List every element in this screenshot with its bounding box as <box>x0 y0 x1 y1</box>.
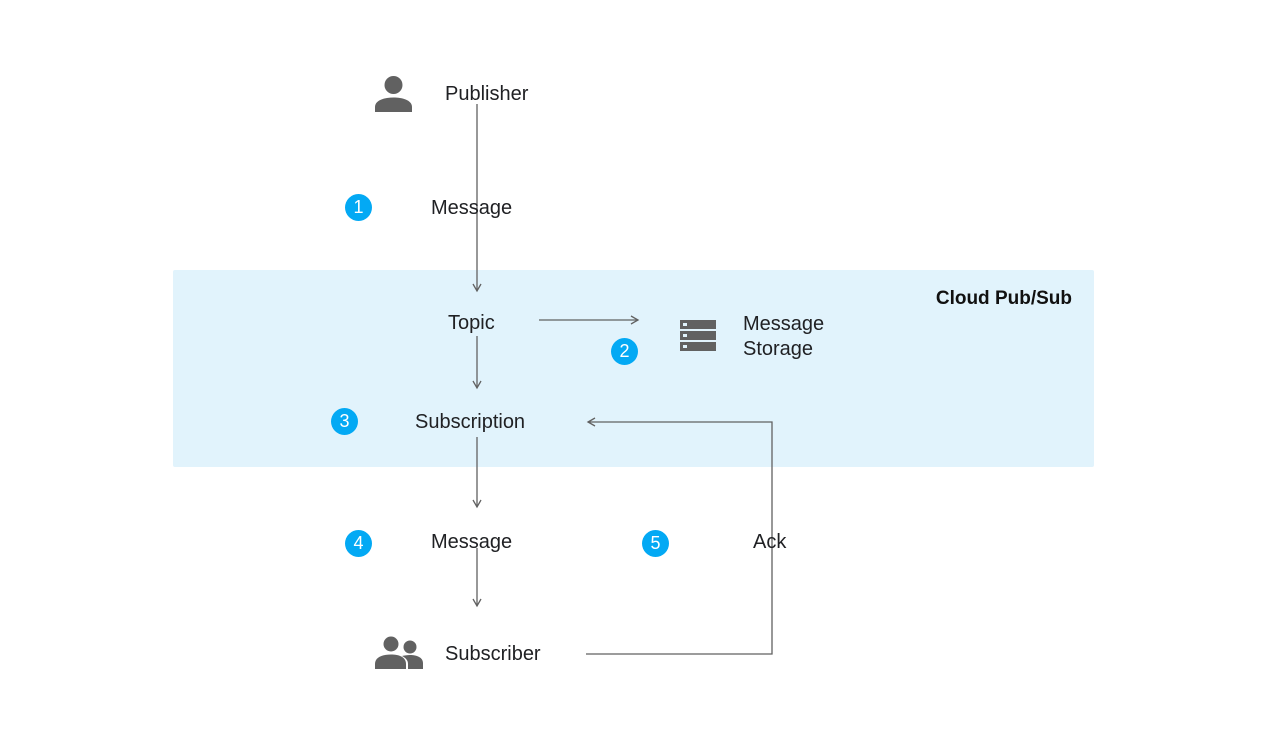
step-1-badge: 1 <box>345 194 372 221</box>
step-4-badge: 4 <box>345 530 372 557</box>
step-3-badge: 3 <box>331 408 358 435</box>
message-in-label: Message <box>431 197 513 219</box>
subscription-label: Subscription <box>415 411 526 433</box>
people-icon <box>375 636 423 669</box>
step-2-badge: 2 <box>611 338 638 365</box>
ack-label: Ack <box>753 531 787 553</box>
message-out-label: Message <box>431 531 513 553</box>
topic-label: Topic <box>448 312 495 334</box>
storage-label-line2: Storage <box>743 338 814 360</box>
storage-icon <box>680 320 716 351</box>
arrow-ack-to-subscription <box>586 417 773 655</box>
publisher-label: Publisher <box>445 83 529 105</box>
person-icon <box>375 76 412 112</box>
storage-label-line1: Message <box>743 313 825 335</box>
cloud-pubsub-region: Cloud Pub/Sub <box>173 270 1094 467</box>
subscriber-label: Subscriber <box>445 643 541 665</box>
step-5-badge: 5 <box>642 530 669 557</box>
region-title: Cloud Pub/Sub <box>935 288 1072 309</box>
